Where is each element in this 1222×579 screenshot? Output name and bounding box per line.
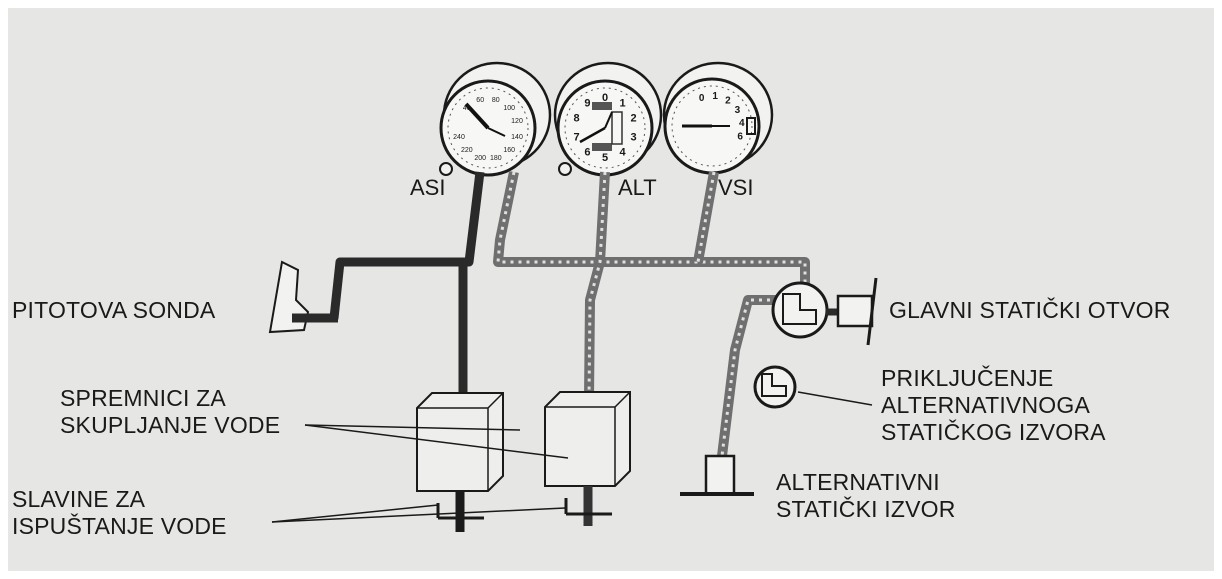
main-static-port-label: GLAVNI STATIČKI OTVOR	[889, 297, 1171, 323]
selector-valve-passage	[782, 293, 817, 325]
asi-dial-numeral: 60	[476, 97, 484, 104]
asi-dial-numeral: 200	[474, 155, 486, 162]
alternate-connection-leader	[797, 391, 873, 406]
alt-dial-numeral: 3	[630, 131, 636, 143]
drain-valves-line-1: SLAVINE ZA	[12, 486, 146, 512]
alt-dial-numeral: 4	[620, 146, 627, 158]
static-main-line	[493, 170, 810, 285]
leader-lines	[271, 424, 569, 523]
asi-dial-numeral: 120	[511, 118, 523, 125]
alt-dial-numeral: 2	[630, 113, 636, 125]
vsi-dial-numeral: 4	[739, 118, 745, 129]
vsi-dial-numeral: 2	[725, 96, 731, 107]
vsi-scale	[671, 85, 753, 167]
asi-scale	[447, 87, 529, 169]
alternate-static-line	[717, 295, 778, 457]
water-traps-line-2: SKUPLJANJE VODE	[60, 412, 281, 438]
vsi-dial-numeral: 6	[737, 131, 743, 142]
water-trap-leader-1	[304, 424, 521, 431]
pitot-probe	[268, 260, 338, 334]
pitot-probe-label: PITOTOVA SONDA	[12, 297, 216, 323]
alternate-static-knob[interactable]	[753, 365, 797, 409]
vsi-dial-numeral: 1	[712, 91, 718, 102]
alt-label: ALT	[618, 175, 657, 200]
alt-dial-numeral: 5	[602, 152, 608, 164]
alt-dial-numeral: 1	[620, 98, 626, 110]
alternate-connection-line-1: PRIKLJUČENJE	[881, 365, 1054, 391]
alt-dial-numeral: 9	[584, 98, 590, 110]
static-lines	[493, 170, 810, 457]
asi-dial-numeral: 80	[492, 97, 500, 104]
alternate-connection-line-2: ALTERNATIVNOGA	[881, 392, 1090, 418]
alternate-source-fitting	[704, 454, 736, 496]
water-trap-leader-2	[304, 424, 569, 459]
alt-dial-numeral: 8	[573, 113, 579, 125]
alternate-static-source	[680, 454, 754, 496]
alt-dial-numeral: 6	[584, 146, 590, 158]
alternate-connection-line-3: STATIČKOG IZVORA	[881, 419, 1106, 445]
drain-valves-line-2: ISPUŠTANJE VODE	[12, 513, 227, 539]
alt-scale	[564, 87, 646, 169]
drain-valves	[436, 486, 612, 532]
water-traps	[416, 391, 631, 492]
asi-dial-numeral: 220	[461, 147, 473, 154]
static-vsi-line	[693, 171, 719, 263]
vsi-flag	[746, 117, 756, 135]
asi-dial-numeral: 100	[503, 105, 515, 112]
asi-dial-numeral: 240	[453, 134, 465, 141]
asi-dial-numeral: 140	[511, 134, 523, 141]
vsi-dial-numeral: 0	[699, 93, 705, 104]
alt-needle	[579, 126, 606, 144]
water-trap-static	[544, 391, 631, 487]
alt-needle-short	[604, 111, 613, 129]
asi-dial-numeral: 160	[503, 147, 515, 154]
fuselage-skin-line	[866, 277, 878, 346]
alt-window-top	[592, 102, 612, 110]
static-alt-texture	[587, 171, 607, 399]
asi-label: ASI	[410, 175, 445, 200]
water-trap-pitot-edges	[417, 392, 504, 491]
alt-knob[interactable]	[558, 162, 572, 176]
static-selector-valve	[771, 277, 878, 346]
alternate-static-source-label: ALTERNATIVNI STATIČKI IZVOR	[776, 469, 956, 523]
main-static-port-fitting	[836, 294, 874, 328]
water-trap-static-edges	[545, 391, 631, 486]
alt-pressure-window	[611, 111, 623, 145]
drain-valve-static[interactable]	[564, 486, 612, 526]
water-trap-static-box	[544, 391, 631, 487]
water-traps-line-1: SPREMNICI ZA	[60, 385, 226, 411]
water-trap-pitot	[416, 392, 504, 492]
vsi-dial-numeral: 3	[735, 105, 741, 116]
alt-dial-numeral: 7	[573, 131, 579, 143]
asi-needle-tail	[487, 127, 506, 137]
alt-window-bottom	[592, 143, 612, 151]
vsi-label: VSI	[718, 175, 753, 200]
alternate-static-source-line-2: STATIČKI IZVOR	[776, 496, 956, 522]
asi-dial-numeral: 40	[463, 105, 471, 112]
drain-leader-1	[271, 504, 439, 523]
alt-dial-numeral: 0	[602, 92, 608, 104]
asi-needle	[464, 102, 490, 130]
alternate-connection-label: PRIKLJUČENJE ALTERNATIVNOGA STATIČKOG IZ…	[881, 365, 1106, 446]
drain-valves-label: SLAVINE ZA ISPUŠTANJE VODE	[12, 486, 227, 540]
asi-knob[interactable]	[439, 162, 453, 176]
pitot-pressure-line	[278, 171, 485, 323]
asi-dial-numeral: 180	[490, 155, 502, 162]
alternate-knob-passage	[761, 373, 787, 397]
drain-leader-2	[271, 507, 566, 523]
alternate-static-source-line-1: ALTERNATIVNI	[776, 469, 940, 495]
water-traps-label: SPREMNICI ZA SKUPLJANJE VODE	[60, 385, 280, 439]
